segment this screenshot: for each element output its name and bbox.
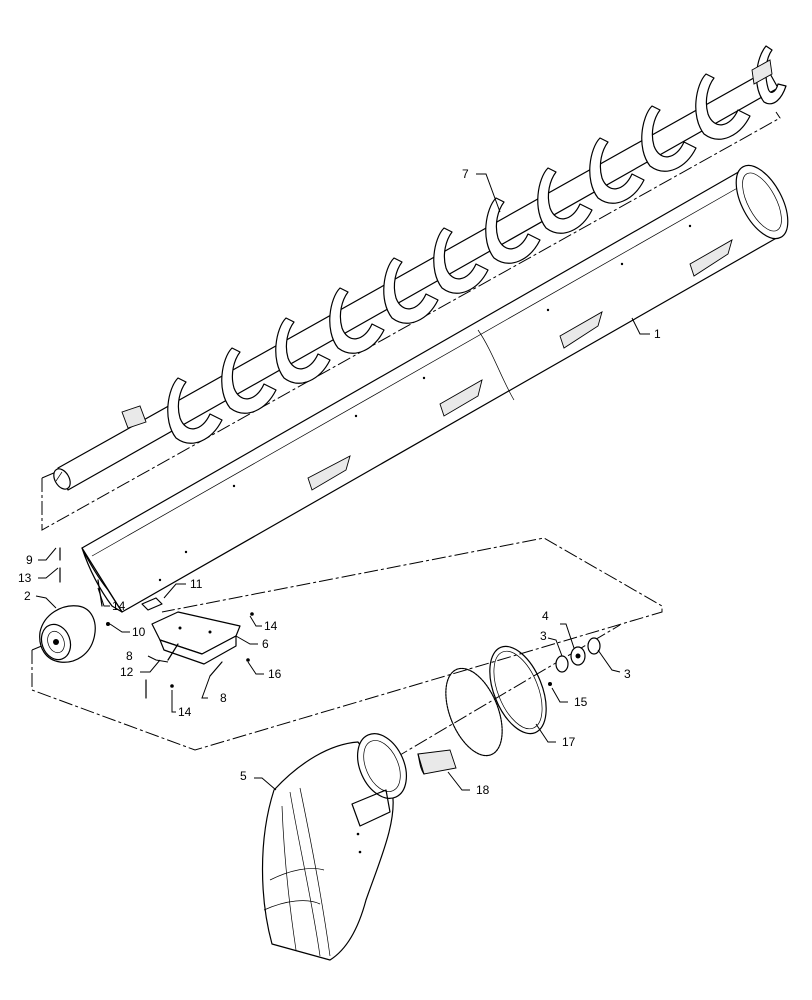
callout-18: 18 <box>476 783 490 797</box>
callout-15: 15 <box>574 695 588 709</box>
wear-pad <box>417 749 457 775</box>
end-bearing-housing <box>39 605 96 663</box>
auger-flighting <box>53 45 787 491</box>
callout-11: 11 <box>190 577 203 591</box>
callout-7: 7 <box>462 167 469 181</box>
callout-17: 17 <box>562 735 576 749</box>
callout-6: 6 <box>262 637 269 651</box>
mounting-plate <box>151 611 241 665</box>
callout-14-bottom: 14 <box>178 705 192 719</box>
callout-1: 1 <box>654 327 661 341</box>
callout-2: 2 <box>24 589 31 603</box>
discharge-spout <box>261 733 407 961</box>
callout-13: 13 <box>18 571 32 585</box>
callout-8-upper: 8 <box>126 649 133 663</box>
bushings <box>548 637 601 686</box>
auger-trough <box>81 164 789 613</box>
callout-16: 16 <box>268 667 282 681</box>
callout-14-left: 14 <box>112 599 126 613</box>
small-bracket <box>141 597 163 611</box>
snap-rings <box>445 645 547 757</box>
callout-10: 10 <box>132 625 146 639</box>
callout-labels: 1 7 9 13 2 14 11 10 14 6 8 12 16 8 14 4 … <box>18 167 661 797</box>
callout-5: 5 <box>240 769 247 783</box>
callout-8-lower: 8 <box>220 691 227 705</box>
callout-9: 9 <box>26 553 33 567</box>
callout-12: 12 <box>120 665 134 679</box>
callout-14-right: 14 <box>264 619 278 633</box>
hardware-bolts <box>59 547 254 699</box>
callout-3-right: 3 <box>624 667 631 681</box>
callout-3-left: 3 <box>540 629 547 643</box>
callout-4: 4 <box>542 609 549 623</box>
leader-lines <box>35 173 650 791</box>
